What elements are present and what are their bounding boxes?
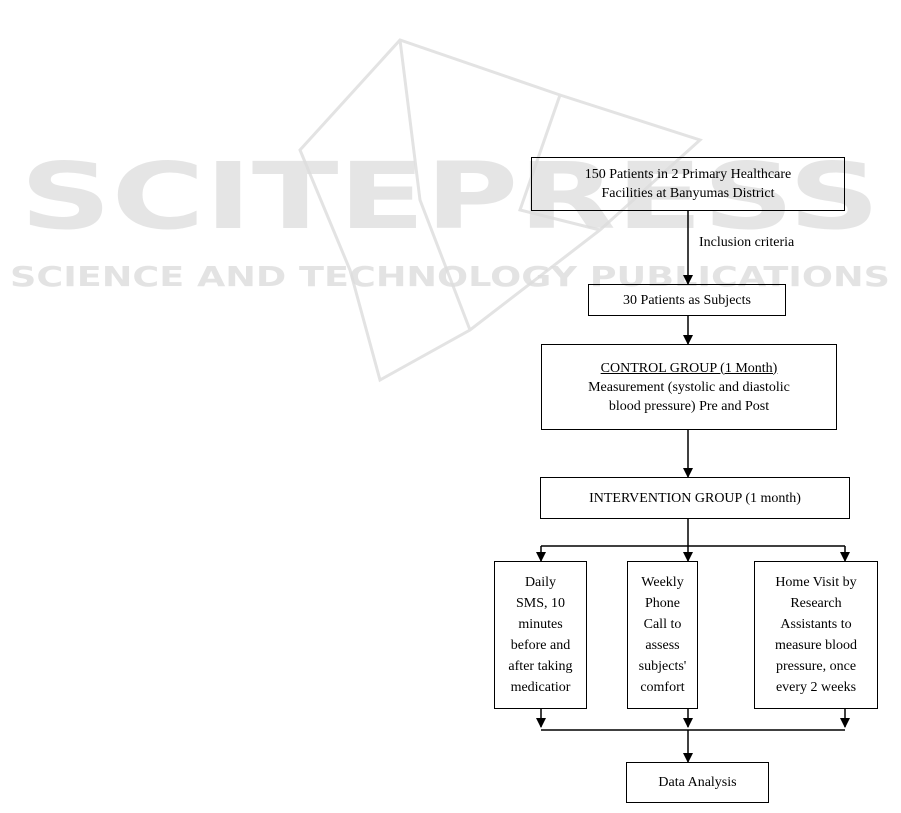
control-line-3: blood pressure) Pre and Post (608, 398, 770, 414)
phone-line-2: Phone (645, 596, 680, 611)
subjects-box: 30 Patients as Subjects (588, 284, 786, 316)
phone-line-3: Call to (643, 617, 682, 632)
phone-line-6: comfort (640, 680, 685, 695)
visit-line-2: Research (790, 596, 842, 611)
sms-line-3: minutes (518, 617, 563, 632)
intervention-text: INTERVENTION GROUP (1 month) (589, 490, 801, 506)
patients-box: 150 Patients in 2 Primary Healthcare Fac… (531, 157, 845, 211)
analysis-text: Data Analysis (658, 775, 737, 790)
control-group-box: CONTROL GROUP (1 Month) Measurement (sys… (541, 344, 837, 430)
phone-line-1: Weekly (641, 575, 684, 590)
sms-line-2: SMS, 10 (515, 596, 566, 611)
home-visit-box: Home Visit by Research Assistants to mea… (754, 561, 878, 709)
patients-line-1: 150 Patients in 2 Primary Healthcare (584, 167, 792, 182)
sms-line-1: Daily (524, 575, 557, 590)
visit-line-3: Assistants to (780, 617, 852, 632)
visit-line-4: measure blood (774, 638, 858, 653)
watermark-tagline: SCIENCE AND TECHNOLOGY PUBLICATIONS (10, 260, 890, 293)
sms-line-6: medicatior (510, 680, 571, 695)
subjects-text: 30 Patients as Subjects (623, 292, 751, 308)
phone-line-5: subjects' (638, 659, 687, 674)
sms-line-5: after taking (508, 659, 573, 674)
sms-line-4: before and (510, 638, 571, 653)
daily-sms-box: Daily SMS, 10 minutes before and after t… (494, 561, 587, 709)
control-group-title: CONTROL GROUP (1 Month) (600, 360, 778, 376)
patients-line-2: Facilities at Banyumas District (601, 186, 775, 201)
weekly-phone-box: Weekly Phone Call to assess subjects' co… (627, 561, 698, 709)
intervention-group-box: INTERVENTION GROUP (1 month) (540, 477, 850, 519)
watermark-brand: SCITEPRESS (20, 143, 880, 250)
visit-line-5: pressure, once (775, 659, 857, 674)
visit-line-1: Home Visit by (775, 575, 857, 590)
phone-line-4: assess (645, 638, 680, 653)
inclusion-criteria-label: Inclusion criteria (699, 235, 795, 250)
control-line-2: Measurement (systolic and diastolic (588, 379, 790, 395)
visit-line-6: every 2 weeks (775, 680, 857, 695)
data-analysis-box: Data Analysis (626, 762, 769, 803)
